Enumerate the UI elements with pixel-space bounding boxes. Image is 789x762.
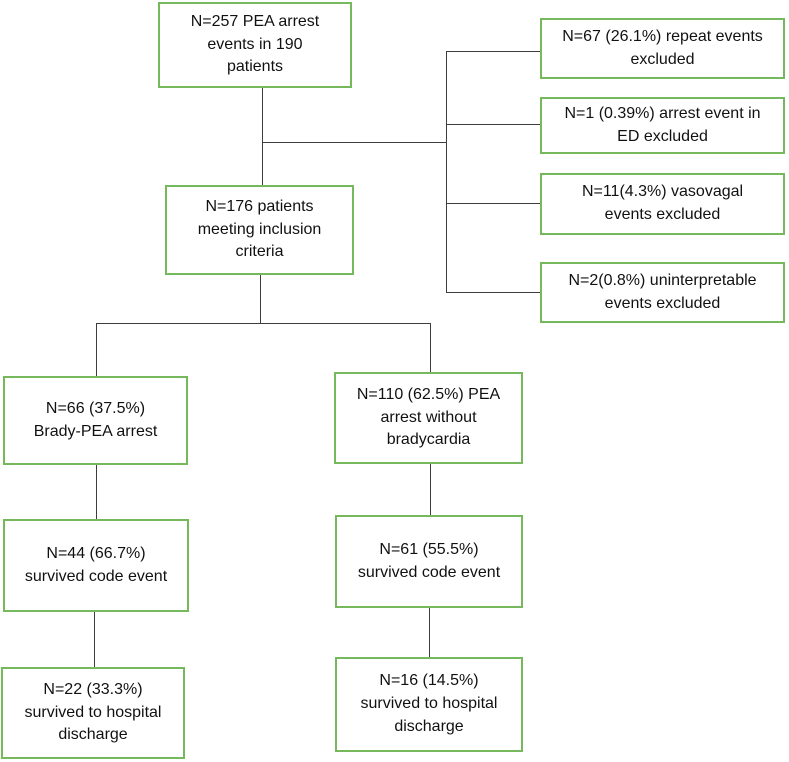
connector-branch-horizontal xyxy=(96,323,430,324)
node-brady-survived-code-event: N=44 (66.7%) survived code event xyxy=(3,519,189,612)
node-brady-pea-arrest: N=66 (37.5%) Brady-PEA arrest xyxy=(3,376,188,465)
node-brady-survived-to-discharge: N=22 (33.3%) survived to hospital discha… xyxy=(1,667,185,759)
node-patients-meeting-inclusion: N=176 patients meeting inclusion criteri… xyxy=(165,185,354,275)
node-excluded-uninterpretable-events: N=2(0.8%) uninterpretable events exclude… xyxy=(540,262,785,323)
node-excluded-vasovagal-events: N=11(4.3%) vasovagal events excluded xyxy=(540,173,785,235)
connector-stub-excluded-uninterpretable xyxy=(446,292,540,293)
connector-nobrady-to-survived-code xyxy=(430,464,431,515)
connector-branch-to-brady xyxy=(96,323,97,376)
connector-stub-excluded-ed xyxy=(446,124,540,125)
connector-total-to-feed xyxy=(262,88,263,185)
connector-stub-excluded-vasovagal xyxy=(446,203,540,204)
connector-inclusion-to-branch xyxy=(260,275,261,323)
connector-stub-excluded-repeat xyxy=(446,51,540,52)
connector-brady-to-survived-code xyxy=(96,465,97,519)
connector-exclusion-spine xyxy=(446,51,447,292)
node-total-pea-arrest-events: N=257 PEA arrest events in 190 patients xyxy=(158,2,352,88)
node-excluded-ed-arrest-event: N=1 (0.39%) arrest event in ED excluded xyxy=(540,97,785,154)
node-excluded-repeat-events: N=67 (26.1%) repeat events excluded xyxy=(540,18,785,79)
connector-nobrady-to-discharge xyxy=(429,608,430,657)
node-nobrady-survived-to-discharge: N=16 (14.5%) survived to hospital discha… xyxy=(335,657,523,752)
connector-feed-to-exclusion-spine xyxy=(262,142,446,143)
node-nobrady-survived-code-event: N=61 (55.5%) survived code event xyxy=(335,515,523,608)
connector-branch-to-nobrady xyxy=(430,323,431,372)
connector-brady-to-discharge xyxy=(94,612,95,667)
node-pea-arrest-without-bradycardia: N=110 (62.5%) PEA arrest without bradyca… xyxy=(334,372,523,464)
